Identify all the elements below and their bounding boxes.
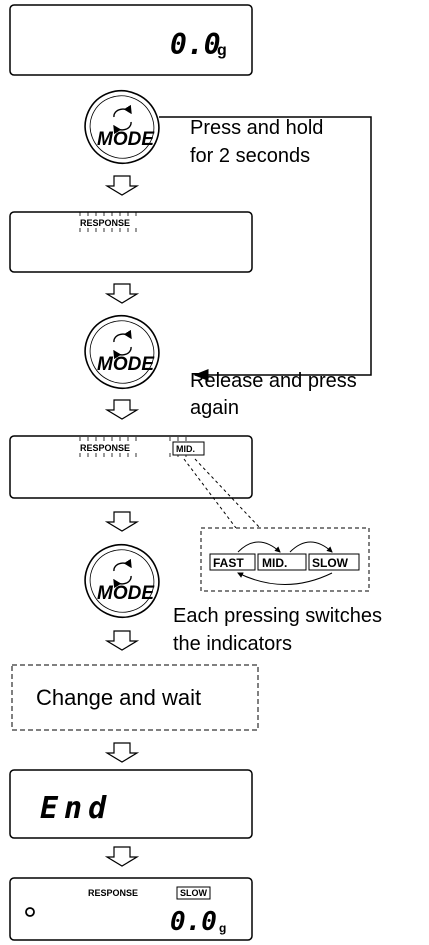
down-arrow-icon: [104, 846, 140, 867]
leader-lines: [183, 458, 261, 529]
response-indicator: RESPONSE: [88, 888, 138, 898]
hold-release-connector: [159, 116, 372, 381]
step1-instruction-line2: for 2 seconds: [190, 145, 310, 167]
step1-instruction-line1: Press and hold: [190, 117, 323, 139]
step2-instruction-line2: again: [190, 397, 239, 419]
down-arrow-icon: [104, 399, 140, 420]
stable-mark-icon: [25, 907, 35, 917]
response-indicator: RESPONSE: [80, 443, 130, 453]
display-response-blinking: RESPONSE: [9, 211, 253, 273]
blink-marks: [79, 212, 137, 232]
mode-button-label: MODE: [97, 129, 155, 150]
down-arrow-icon: [104, 630, 140, 651]
cycle-icon: [113, 104, 132, 135]
response-indicator: RESPONSE: [80, 218, 130, 228]
option-mid: MID.: [262, 556, 287, 570]
change-and-wait-text: Change and wait: [36, 685, 201, 710]
display-final-value: 0.0: [170, 907, 217, 937]
display-response-mid: RESPONSE MID.: [9, 435, 253, 499]
change-and-wait-box: Change and wait: [11, 664, 259, 731]
options-box: FAST MID. SLOW: [200, 527, 370, 592]
setting-indicator-slow: SLOW: [180, 888, 208, 898]
mode-button-3[interactable]: MODE: [73, 533, 170, 630]
down-arrow-icon: [104, 511, 140, 532]
display-weight-value: 0.0: [170, 28, 221, 61]
down-arrow-icon: [104, 175, 140, 196]
down-arrow-icon: [104, 283, 140, 304]
option-fast: FAST: [213, 556, 244, 570]
display-final: RESPONSE SLOW 0.0 g: [9, 877, 253, 941]
setting-indicator-mid: MID.: [176, 444, 195, 454]
down-arrow-icon: [104, 742, 140, 763]
cycle-icon: [113, 558, 132, 589]
mode-button-1[interactable]: MODE: [73, 79, 170, 176]
option-slow: SLOW: [312, 556, 349, 570]
mode-button-label: MODE: [97, 354, 155, 375]
step3-instruction-line2: the indicators: [173, 633, 292, 655]
step3-instruction-line1: Each pressing switches: [173, 605, 382, 627]
cycle-arrows: [237, 541, 333, 585]
display-end-value: End: [40, 791, 112, 826]
mode-button-2[interactable]: MODE: [73, 304, 170, 401]
display-end: End: [9, 769, 253, 839]
display-weighing: 0.0 g: [9, 4, 253, 76]
mode-button-label: MODE: [97, 583, 155, 604]
display-final-unit: g: [219, 921, 226, 935]
step2-instruction-line1: Release and press: [190, 370, 357, 392]
display-weight-unit: g: [217, 42, 227, 59]
cycle-icon: [113, 329, 132, 360]
